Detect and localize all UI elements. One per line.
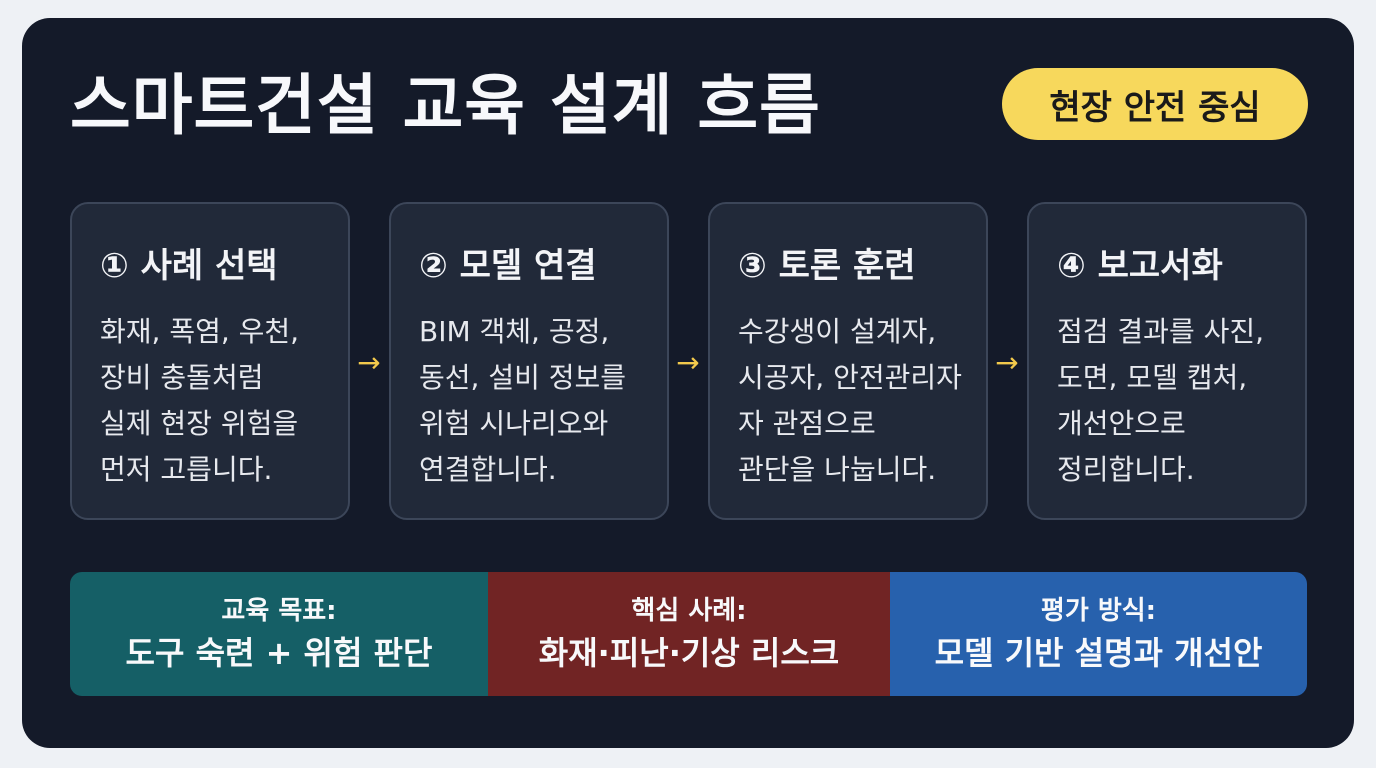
panel-value: 화재·피난·기상 리스크 [538, 634, 840, 672]
panel-label: 평가 방식: [1040, 596, 1157, 626]
step-title: ② 모델 연결 [419, 246, 597, 286]
page-title: 스마트건설 교육 설계 흐름 [70, 67, 821, 144]
step-line: 동선, 설비 정보를 [419, 361, 627, 394]
step-card-reporting: ④ 보고서화 점검 결과를 사진, 도면, 모델 캡처, 개선안으로 정리합니다… [1027, 202, 1307, 520]
step-line: 점검 결과를 사진, [1057, 315, 1265, 348]
step-card-model-link: ② 모델 연결 BIM 객체, 공정, 동선, 설비 정보를 위험 시나리오와 … [389, 202, 669, 520]
focus-badge: 현장 안전 중심 [1002, 68, 1308, 140]
step-line: 정리합니다. [1057, 453, 1195, 486]
panel-value: 도구 숙련 + 위험 판단 [125, 634, 433, 672]
step-line: 위험 시나리오와 [419, 407, 609, 440]
panel-core-cases: 핵심 사례: 화재·피난·기상 리스크 [488, 572, 890, 696]
arrow-right-icon: → [995, 346, 1019, 379]
summary-bar: 교육 목표: 도구 숙련 + 위험 판단 핵심 사례: 화재·피난·기상 리스크… [70, 572, 1307, 696]
step-line: 먼저 고릅니다. [100, 453, 273, 486]
diagram-card: 스마트건설 교육 설계 흐름 현장 안전 중심 ① 사례 선택 화재, 폭염, … [22, 18, 1354, 748]
step-line: BIM 객체, 공정, [419, 315, 610, 348]
panel-value: 모델 기반 설명과 개선안 [934, 634, 1263, 672]
arrow-right-icon: → [357, 346, 381, 379]
arrow-right-icon: → [676, 346, 700, 379]
step-title: ③ 토론 훈련 [738, 246, 916, 286]
panel-label: 핵심 사례: [631, 596, 747, 626]
step-title: ④ 보고서화 [1057, 246, 1223, 286]
panel-label: 교육 목표: [221, 596, 337, 626]
step-line: 개선안으로 [1057, 407, 1186, 440]
step-line: 화재, 폭염, 우천, [100, 315, 300, 348]
panel-evaluation-method: 평가 방식: 모델 기반 설명과 개선안 [890, 572, 1307, 696]
step-line: 시공자, 안전관리자 [738, 361, 962, 394]
step-line: 장비 충돌처럼 [100, 361, 264, 394]
step-line: 연결합니다. [419, 453, 557, 486]
step-line: 관단을 나눕니다. [738, 453, 937, 486]
step-line: 자 관점으로 [738, 407, 876, 440]
step-line: 수강생이 설계자, [738, 315, 937, 348]
step-title: ① 사례 선택 [100, 246, 278, 286]
step-line: 도면, 모델 캡처, [1057, 361, 1248, 394]
step-card-case-selection: ① 사례 선택 화재, 폭염, 우천, 장비 충돌처럼 실제 현장 위험을 먼저… [70, 202, 350, 520]
step-line: 실제 현장 위험을 [100, 407, 299, 440]
panel-education-goal: 교육 목표: 도구 숙련 + 위험 판단 [70, 572, 488, 696]
step-card-discussion-training: ③ 토론 훈련 수강생이 설계자, 시공자, 안전관리자 자 관점으로 관단을 … [708, 202, 988, 520]
